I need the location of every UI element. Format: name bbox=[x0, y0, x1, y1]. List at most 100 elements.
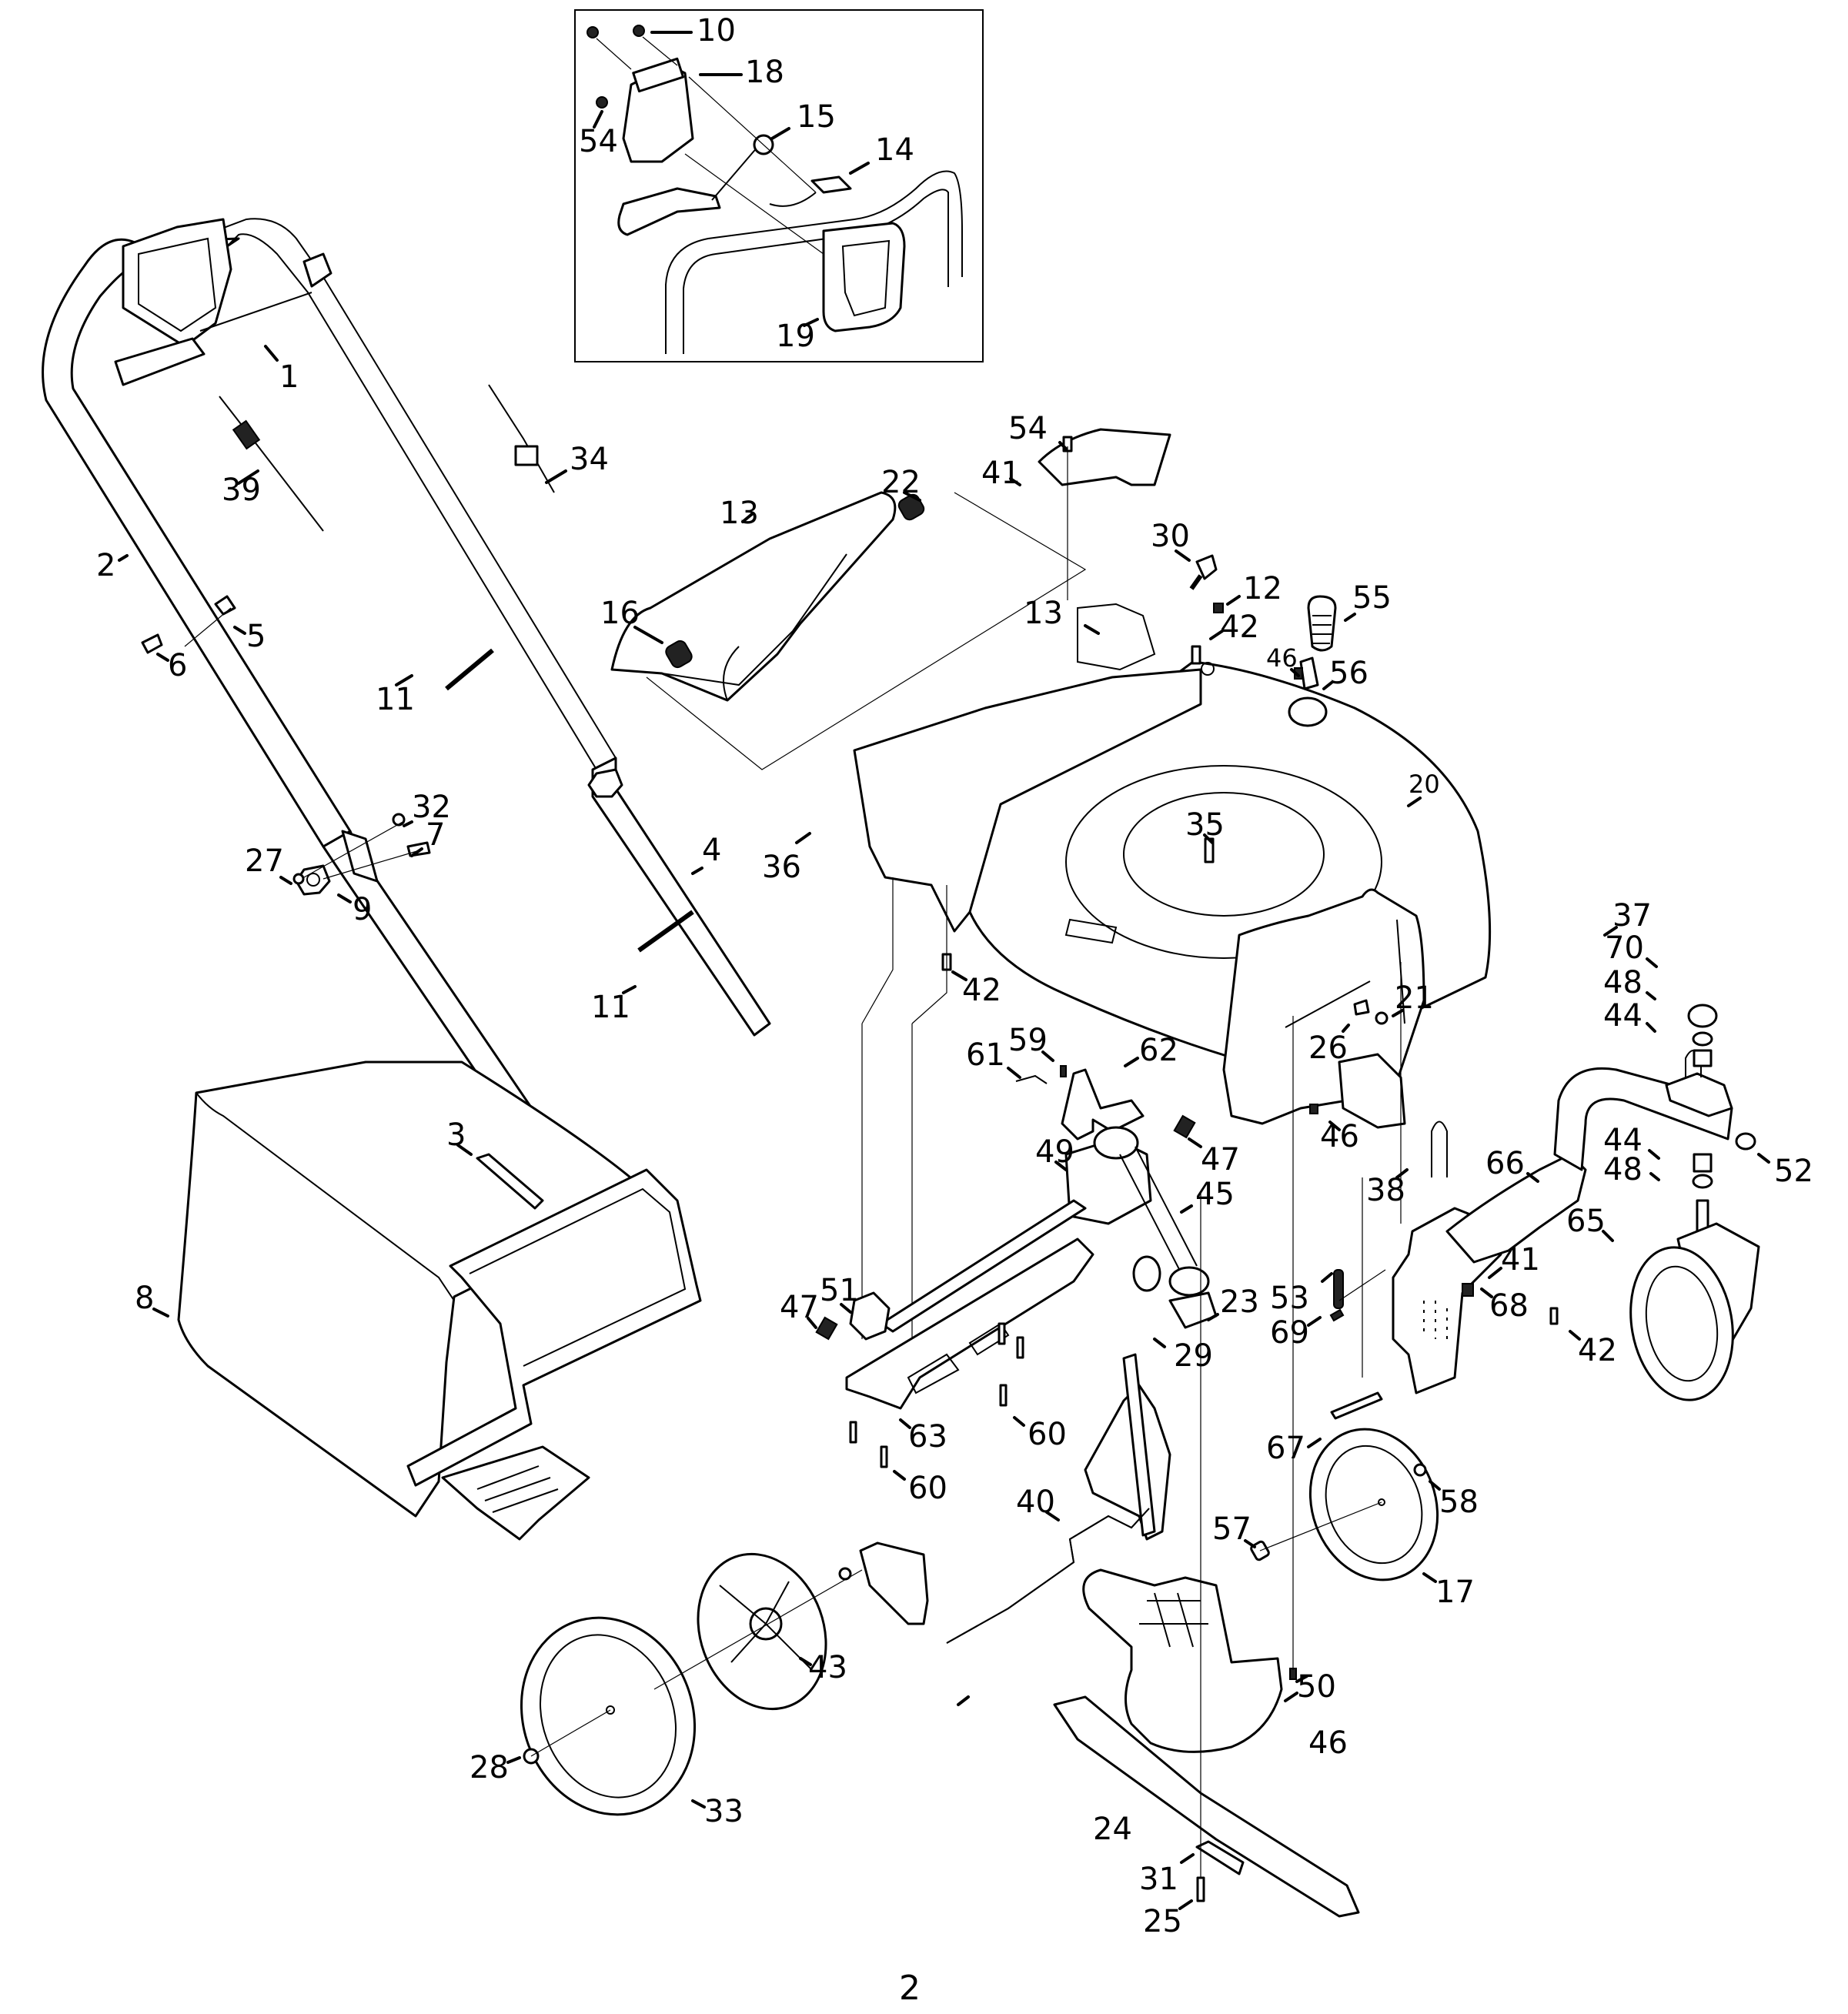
top-cover-41 bbox=[1038, 428, 1171, 486]
screw-46-bottom bbox=[1289, 1668, 1297, 1680]
front-wheel-assembly bbox=[1250, 962, 1760, 1581]
part-label-9: 9 bbox=[353, 892, 372, 927]
part-label-42-top: 42 bbox=[1220, 610, 1259, 645]
part-label-26: 26 bbox=[1308, 1030, 1348, 1066]
mower-blade-24 bbox=[1053, 1695, 1360, 1918]
height-lever bbox=[1122, 1353, 1156, 1537]
part-label-41-bracket: 41 bbox=[1501, 1242, 1540, 1278]
grommet-29 bbox=[1132, 1255, 1161, 1292]
rear-wheel bbox=[520, 1616, 697, 1816]
part-label-46-bottom: 46 bbox=[1308, 1725, 1348, 1761]
part-label-2: 2 bbox=[96, 548, 115, 583]
part-label-34: 34 bbox=[570, 442, 609, 477]
handle-grip bbox=[114, 337, 206, 386]
height-knob-30 bbox=[1195, 554, 1218, 580]
screw-42-right bbox=[1549, 1307, 1559, 1325]
part-label-54: 54 bbox=[1008, 411, 1048, 446]
part-label-50: 50 bbox=[1297, 1669, 1336, 1705]
side-shield bbox=[1338, 1053, 1406, 1129]
part-label-55: 55 bbox=[1352, 580, 1392, 616]
part-label-69: 69 bbox=[1270, 1315, 1309, 1351]
part-label-27: 27 bbox=[245, 843, 284, 879]
part-label-12: 12 bbox=[1243, 571, 1282, 606]
part-label-7: 7 bbox=[426, 817, 445, 853]
part-label-23: 23 bbox=[1220, 1284, 1259, 1320]
part-label-60-left: 60 bbox=[908, 1471, 947, 1506]
part-label-41-top: 41 bbox=[981, 456, 1021, 491]
part-label-18: 18 bbox=[745, 55, 784, 90]
part-label-44-top: 44 bbox=[1603, 998, 1642, 1034]
washer-48-top bbox=[1692, 1031, 1713, 1047]
screw-46-mid bbox=[1309, 1104, 1318, 1114]
mulch-chute-50 bbox=[1082, 1568, 1283, 1753]
spring-clip-68 bbox=[1462, 1283, 1474, 1297]
spring-61 bbox=[1015, 1074, 1048, 1084]
part-label-33: 33 bbox=[704, 1794, 744, 1829]
part-label-67: 67 bbox=[1266, 1431, 1305, 1466]
bolt-60 bbox=[999, 1384, 1008, 1407]
bushing-44-bottom bbox=[1693, 1153, 1713, 1173]
part-label-15: 15 bbox=[797, 99, 836, 135]
bag-frame bbox=[406, 1168, 702, 1487]
part-label-45: 45 bbox=[1195, 1177, 1235, 1212]
caster-wheel bbox=[1629, 1246, 1734, 1401]
part-label-11-lower: 11 bbox=[591, 990, 630, 1025]
rear-wheel-assembly bbox=[520, 1552, 863, 1816]
torsion-spring-16 bbox=[665, 640, 693, 669]
part-label-8: 8 bbox=[135, 1281, 154, 1316]
part-label-62: 62 bbox=[1139, 1033, 1178, 1068]
gear-47-left bbox=[815, 1316, 838, 1341]
front-wheel-17 bbox=[1308, 1428, 1439, 1581]
control-pad bbox=[822, 222, 906, 332]
bail-lever bbox=[617, 187, 721, 236]
clip-6 bbox=[141, 633, 163, 654]
spring-53 bbox=[1333, 1269, 1344, 1309]
part-label-70: 70 bbox=[1605, 930, 1644, 966]
part-label-39: 39 bbox=[222, 473, 261, 508]
part-label-52: 52 bbox=[1774, 1154, 1813, 1189]
part-label-24: 24 bbox=[1093, 1812, 1132, 1847]
part-label-43: 43 bbox=[808, 1650, 847, 1685]
part-label-66: 66 bbox=[1485, 1146, 1525, 1181]
part-label-68: 68 bbox=[1489, 1288, 1529, 1324]
part-label-58: 58 bbox=[1439, 1485, 1479, 1520]
screw-26 bbox=[1353, 999, 1370, 1016]
bolt-60 bbox=[1016, 1336, 1024, 1359]
plug-52 bbox=[1735, 1132, 1756, 1151]
part-label-5: 5 bbox=[246, 619, 266, 654]
bag-flap bbox=[441, 1445, 590, 1541]
drive-belt bbox=[1119, 1146, 1198, 1274]
wire-38 bbox=[1431, 1121, 1448, 1177]
axle-bracket bbox=[859, 1541, 929, 1625]
drive-assembly bbox=[815, 877, 1218, 1468]
part-label-16: 16 bbox=[600, 596, 640, 631]
door-guide bbox=[646, 492, 1087, 770]
nut-32 bbox=[392, 813, 406, 827]
lower-handle bbox=[591, 757, 771, 1037]
part-label-44-bottom: 44 bbox=[1603, 1123, 1642, 1158]
part-label-63: 63 bbox=[908, 1419, 947, 1455]
part-label-56: 56 bbox=[1329, 656, 1368, 691]
part-label-38: 38 bbox=[1366, 1173, 1405, 1208]
axle-bolt-67 bbox=[1330, 1391, 1383, 1420]
drive-frame-63 bbox=[845, 1237, 1094, 1410]
screw-icon bbox=[586, 26, 599, 38]
adjuster-spring-55 bbox=[1307, 595, 1337, 652]
screw-42-top bbox=[1191, 645, 1201, 665]
axle-arm-66 bbox=[1445, 1153, 1587, 1264]
part-label-47-left: 47 bbox=[780, 1290, 819, 1325]
part-label-47-right: 47 bbox=[1201, 1142, 1240, 1177]
torsion-spring-22 bbox=[897, 493, 925, 521]
drive-axle bbox=[880, 1199, 1087, 1333]
height-lever-plate bbox=[1084, 1384, 1171, 1541]
part-label-37: 37 bbox=[1612, 898, 1652, 934]
inset-frame bbox=[574, 9, 984, 362]
bracket-62 bbox=[1061, 1068, 1145, 1141]
part-label-35: 35 bbox=[1185, 807, 1225, 843]
part-label-31: 31 bbox=[1139, 1862, 1178, 1897]
part-label-28: 28 bbox=[470, 1750, 509, 1785]
cable-39 bbox=[219, 396, 324, 532]
bag-handle bbox=[476, 1153, 544, 1210]
part-label-19: 19 bbox=[776, 319, 815, 354]
part-label-25: 25 bbox=[1143, 1904, 1182, 1939]
